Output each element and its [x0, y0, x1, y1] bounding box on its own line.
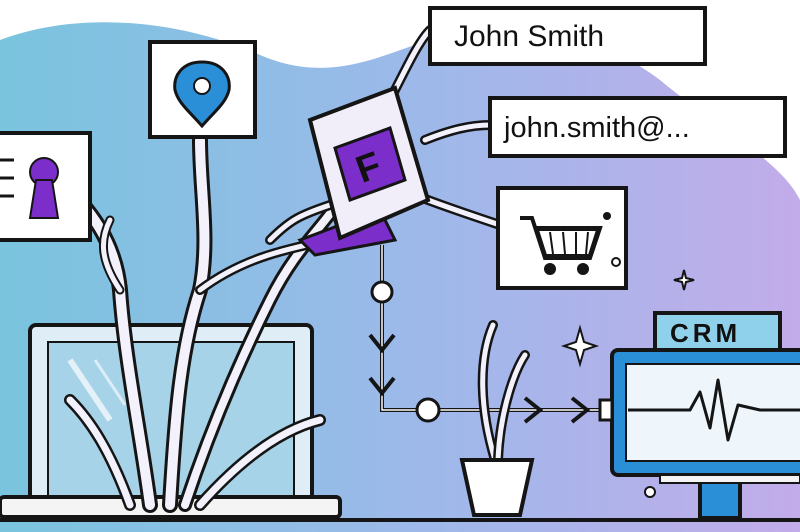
crm-monitor-icon: CRM — [598, 311, 800, 520]
data-flow-connector — [368, 245, 600, 424]
crm-label: CRM — [670, 318, 741, 348]
sparkle-icons — [560, 257, 695, 498]
contact-card — [0, 131, 92, 242]
name-card: John Smith — [428, 6, 707, 66]
location-card — [148, 40, 257, 139]
map-pin-icon — [173, 60, 231, 129]
cart-card — [496, 186, 628, 290]
f-app-device-icon: F — [297, 85, 431, 257]
email-label: john.smith@... — [503, 112, 690, 144]
potted-plant-icon — [459, 320, 535, 517]
keyhole-contact-card-icon — [28, 157, 60, 219]
email-card: john.smith@... — [488, 96, 787, 158]
shopping-cart-icon — [520, 212, 611, 275]
ground-line — [0, 518, 800, 522]
name-label: John Smith — [454, 20, 604, 53]
